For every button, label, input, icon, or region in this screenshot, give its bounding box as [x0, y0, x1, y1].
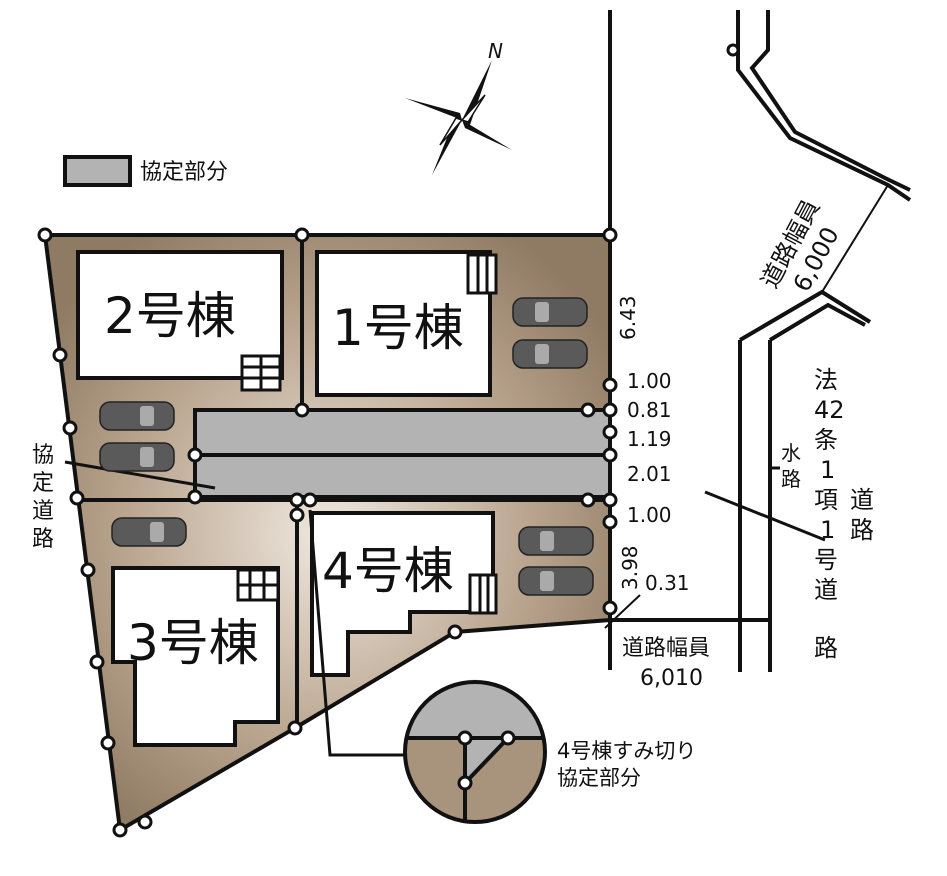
legend-label: 協定部分	[140, 160, 228, 185]
agreement-road-label: 路	[32, 527, 54, 552]
building-3	[111, 566, 280, 747]
dim-label: 1.19	[627, 427, 672, 451]
svg-text:条: 条	[814, 426, 838, 454]
south-road-width: 6,010	[640, 666, 703, 691]
dim-label: 2.01	[627, 462, 672, 486]
legal-road-label: 法 42 条 1 項 1 号 道 路	[814, 366, 845, 662]
svg-text:項: 項	[814, 486, 838, 514]
dim-label: 0.81	[627, 398, 672, 422]
dim-label: 1.00	[627, 503, 672, 527]
compass-icon: N	[405, 39, 512, 175]
detail-label-2: 協定部分	[557, 766, 641, 790]
agreement-road-label: 定	[32, 471, 54, 496]
dim-label: 0.31	[645, 571, 690, 595]
svg-text:法: 法	[814, 366, 838, 394]
building-4-label: 4号棟	[322, 542, 454, 600]
south-road-title: 道路幅員	[622, 636, 710, 661]
svg-text:路: 路	[814, 634, 838, 662]
waterway-label: 水	[781, 441, 801, 465]
svg-text:号: 号	[814, 546, 838, 574]
dim-label: 3.98	[618, 545, 642, 590]
boundary-marker	[37, 227, 618, 838]
building-3-label: 3号棟	[127, 614, 259, 672]
building-1	[315, 250, 492, 397]
waterway-label: 路	[781, 467, 801, 491]
road-label: 路	[850, 516, 874, 544]
legend-swatch	[63, 155, 132, 187]
car-icon	[99, 297, 594, 596]
svg-text:道: 道	[814, 576, 838, 604]
road-label: 道	[850, 486, 874, 514]
svg-text:42: 42	[814, 396, 845, 424]
building-1-label: 1号棟	[332, 299, 464, 357]
svg-text:1: 1	[820, 456, 835, 484]
building-2-label: 2号棟	[104, 287, 236, 345]
north-label: N	[488, 39, 503, 63]
stairs-icon	[236, 253, 498, 615]
corner-cut-detail	[403, 679, 547, 824]
dim-label: 6.43	[616, 295, 640, 340]
dim-label: 1.00	[627, 369, 672, 393]
agreement-road-label: 協	[32, 443, 54, 468]
agreement-road-label: 道	[32, 499, 54, 524]
svg-text:1: 1	[820, 516, 835, 544]
detail-label-1: 4号棟すみ切り	[557, 739, 696, 763]
